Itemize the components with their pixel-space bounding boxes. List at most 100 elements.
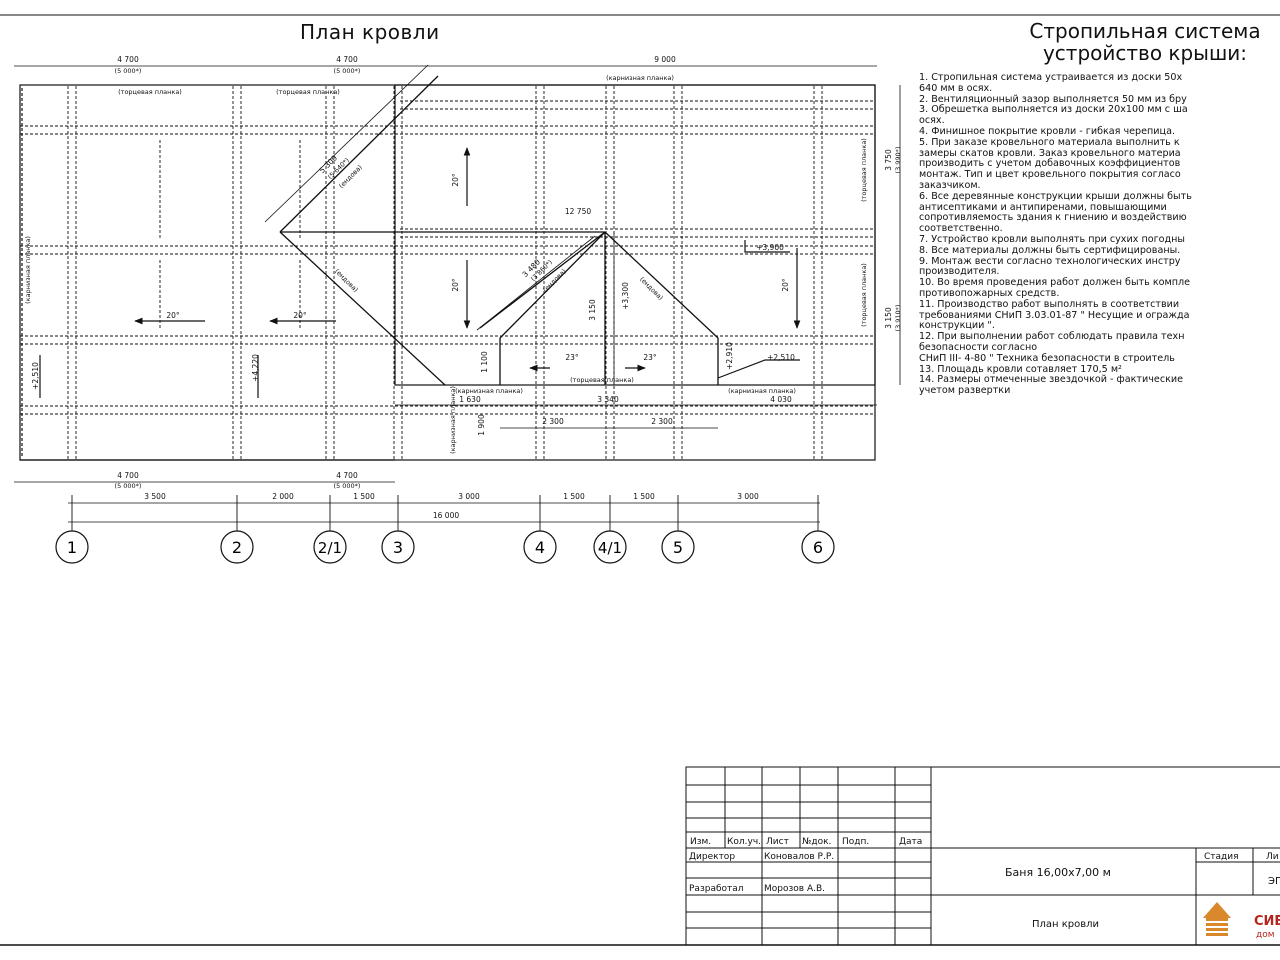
dimension-text: 3 500 — [144, 492, 166, 501]
axis-label: 1 — [67, 538, 77, 557]
rafter-title-line1: Стропильная система — [1029, 19, 1261, 43]
tb-name-director: Коновалов Р.Р. — [764, 852, 834, 862]
axis-label: 2/1 — [318, 539, 342, 557]
edge-label: (карнизная планка) — [455, 387, 523, 395]
dimension-text: (5 000*) — [115, 67, 142, 75]
level-mark: +2,910 — [725, 342, 734, 370]
level-mark: +3,900 — [756, 243, 784, 252]
slope-label: 20° — [293, 311, 307, 320]
slope-label: 20° — [451, 173, 460, 187]
tb-sheet-label: Ли — [1266, 852, 1279, 862]
logo-company-short: СИБ — [1254, 914, 1280, 929]
plan-title: План кровли — [300, 20, 440, 44]
note-item: 3. Обрешетка выполняется из доски 20х100… — [919, 104, 1188, 127]
edge-label: (торцевая планка) — [118, 88, 182, 96]
tb-header-data: Дата — [899, 837, 922, 847]
title-block-texts: Изм. Кол.уч. Лист №док. Подп. Дата Дирек… — [689, 837, 1280, 930]
dimension-text: (3 910*) — [894, 305, 902, 332]
note-item: 1. Стропильная система устраивается из д… — [919, 73, 1183, 94]
note-item: 13. Площадь кровли сотавляет 170,5 м² — [919, 363, 1122, 375]
dimension-text: 3 150 — [884, 307, 893, 329]
dimension-text: 1 630 — [459, 395, 481, 404]
dimension-text: 3 000 — [458, 492, 480, 501]
edge-label: (ендова) — [333, 267, 360, 294]
dimension-text: 1 500 — [563, 492, 585, 501]
dimension-text: 9 000 — [654, 55, 676, 64]
note-item: 9. Монтаж вести согласно технологических… — [919, 255, 1181, 278]
tb-header-list: Лист — [766, 837, 789, 847]
axis-circle — [220, 530, 254, 564]
dimension-text: 4 700 — [336, 471, 358, 480]
tb-header-ndok: №док. — [802, 837, 831, 847]
edge-label: (торцевая планка) — [860, 138, 868, 202]
dimension-text: 4 700 — [117, 55, 139, 64]
dimension-texts: 4 700 (5 000*) 4 700 (5 000*) 9 000 4 700 (5 0… — [24, 55, 902, 520]
axis-circle — [593, 530, 627, 564]
note-item: 5. При заказе кровельного материала выпо… — [919, 136, 1181, 191]
dimension-text: (5 000*) — [334, 67, 361, 75]
slope-label: 23° — [565, 353, 579, 362]
rafter-title: Стропильная система устройство крыши: — [1000, 20, 1280, 64]
tb-stage-value: ЭП — [1268, 876, 1280, 887]
dimension-text: 1 900 — [477, 414, 486, 436]
tb-role-director: Директор — [689, 852, 735, 862]
dimension-text: 16 000 — [433, 511, 459, 520]
rafter-grid — [20, 86, 875, 460]
tb-stage-label: Стадия — [1204, 852, 1239, 862]
edge-label: (торцевая планка) — [570, 376, 634, 384]
tb-header-koluch: Кол.уч. — [727, 837, 761, 847]
edge-label: (карнизная планка) — [728, 387, 796, 395]
slope-label: 23° — [643, 353, 657, 362]
axis-label: 2 — [232, 538, 242, 557]
note-item: 14. Размеры отмеченные звездочкой - факт… — [919, 374, 1184, 397]
dimension-text: 4 700 — [117, 471, 139, 480]
edge-label: (торцевая планка) — [276, 88, 340, 96]
axis-circle — [801, 530, 835, 564]
axis-circle — [313, 530, 347, 564]
tb-header-izm: Изм. — [690, 837, 711, 847]
slope-label: 20° — [781, 278, 790, 292]
dimension-text: 1 500 — [353, 492, 375, 501]
dimension-text: 4 700 — [336, 55, 358, 64]
slope-label: 20° — [451, 278, 460, 292]
logo-company-sub: дом — [1256, 930, 1275, 940]
dimension-text: 2 000 — [272, 492, 294, 501]
dimension-text: 3 340 — [597, 395, 619, 404]
axis-circle — [661, 530, 695, 564]
ridge-lines — [264, 64, 719, 386]
note-item: 11. Производство работ выполнять в соотв… — [919, 298, 1190, 332]
dimension-text: (5 000*) — [334, 482, 361, 490]
axis-label: 3 — [393, 538, 403, 557]
axis-label: 4 — [535, 538, 545, 557]
roof-outline — [19, 84, 876, 461]
company-logo: СИБ дом — [1203, 902, 1280, 940]
tb-header-podp: Подп. — [842, 837, 869, 847]
tb-role-developer: Разработал — [689, 884, 744, 894]
slope-arrows — [39, 147, 801, 398]
axis-circle — [381, 530, 415, 564]
tb-sheet-title: План кровли — [1032, 919, 1099, 930]
edge-label: (карнизная планка) — [606, 74, 674, 82]
dimension-text: (5 000*) — [115, 482, 142, 490]
edge-label: (ендова) — [638, 275, 665, 302]
dimension-text: 4 030 — [770, 395, 792, 404]
axis-label: 4/1 — [598, 539, 622, 557]
axis-circle — [523, 530, 557, 564]
axis-circle — [55, 530, 89, 564]
dimension-text: 3 000 — [737, 492, 759, 501]
note-item: 4. Финишное покрытие кровли - гибкая чер… — [919, 125, 1176, 137]
note-item: 12. При выполнении работ соблюдать прави… — [919, 331, 1185, 364]
dimension-lines — [14, 65, 901, 523]
axis-label: 6 — [813, 538, 823, 557]
note-item: 6. Все деревянные конструкции крыши долж… — [919, 190, 1192, 235]
note-item: 8. Все материалы должны быть сертифициро… — [919, 244, 1181, 256]
edge-label: (карнизная планка) — [24, 236, 32, 304]
level-mark: +4,220 — [251, 354, 260, 382]
dimension-text: 1 100 — [480, 351, 489, 373]
edge-label: (карнизная планка) — [449, 386, 457, 454]
edge-label: (торцевая планка) — [860, 263, 868, 327]
level-mark: +2,510 — [31, 362, 40, 390]
dimension-text: 1 500 — [633, 492, 655, 501]
dimension-text: +3,300 — [621, 282, 630, 310]
